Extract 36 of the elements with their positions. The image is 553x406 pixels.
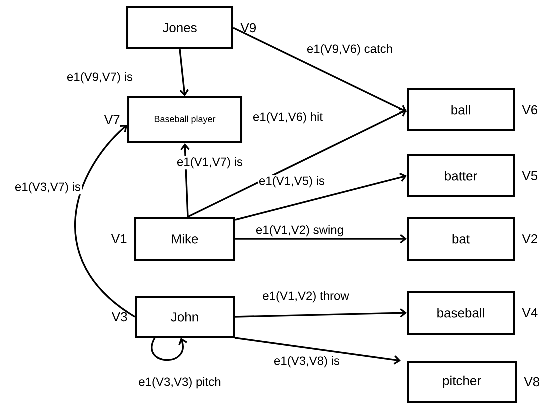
node-label: V4: [522, 308, 538, 318]
box: ball: [407, 88, 515, 132]
arrow: [179, 49, 190, 96]
box: Mike: [134, 217, 236, 261]
edge-label: e1(V1,V5) is: [258, 175, 326, 189]
edge-label: e1(V3,V3) pitch: [138, 376, 222, 390]
node-label: V6: [522, 105, 538, 115]
node-label: V8: [524, 377, 540, 387]
arrow: [188, 108, 407, 218]
box: Jones: [126, 6, 234, 50]
arrow: [234, 308, 407, 318]
node-label: V3: [112, 312, 128, 322]
edge-label: e1(V9,V7) is: [66, 71, 134, 85]
box: bat: [407, 217, 515, 261]
node-label: V2: [522, 234, 538, 244]
arrow: [233, 27, 407, 114]
edge-label: e1(V1,V7) is: [176, 156, 244, 170]
arrow: [236, 234, 407, 244]
edge-label: e1(V1,V2) swing: [254, 224, 346, 238]
edge-label: e1(V1,V2) throw: [262, 290, 350, 304]
box: John: [135, 296, 235, 338]
edge-label: e1(V3,V7) is: [14, 181, 82, 195]
box: batter: [407, 154, 515, 198]
node-label: V5: [522, 171, 538, 181]
node-label: V9: [240, 23, 256, 33]
arrow: [234, 337, 401, 365]
box: Baseball player: [128, 96, 242, 144]
arrow: [74, 125, 136, 318]
edge-label: e1(V1,V6) hit: [252, 111, 324, 125]
node-label: V7: [104, 116, 120, 124]
edge-label: e1(V9,V6) catch: [306, 43, 394, 57]
box: pitcher: [407, 361, 517, 403]
edge-label: e1(V3,V8) is: [273, 355, 342, 369]
arrow: [235, 172, 407, 221]
box: baseball: [407, 291, 515, 335]
node-label: V1: [111, 234, 127, 244]
